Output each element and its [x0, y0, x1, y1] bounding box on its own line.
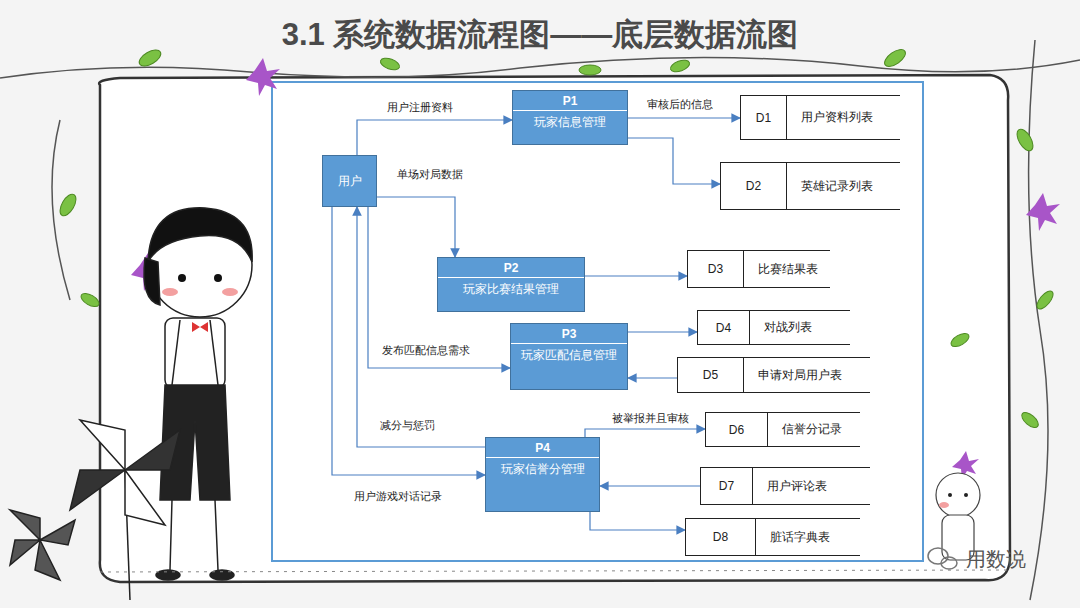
data-flow-arrow — [357, 207, 485, 447]
data-flow-arrow — [585, 429, 705, 437]
data-store: D7用户评论表 — [700, 467, 870, 505]
store-number: D1 — [741, 96, 787, 139]
process-number: P2 — [438, 258, 584, 278]
flow-label: 用户注册资料 — [385, 100, 455, 115]
flow-label: 用户游戏对话记录 — [352, 489, 444, 504]
process-name: 玩家信息管理 — [513, 111, 627, 135]
data-flow-arrow — [332, 207, 485, 475]
store-name: 用户评论表 — [753, 468, 839, 504]
store-name: 用户资料列表 — [787, 96, 885, 139]
data-store: D4对战列表 — [697, 310, 850, 345]
data-flow-arrow — [357, 120, 512, 155]
flow-label: 减分与惩罚 — [378, 418, 437, 433]
data-store: D8脏话字典表 — [685, 518, 860, 556]
store-name: 对战列表 — [750, 311, 824, 344]
process-name: 玩家比赛结果管理 — [438, 278, 584, 302]
data-store: D6信誉分记录 — [705, 412, 860, 447]
data-flow-arrow — [590, 512, 685, 530]
process-box: P1玩家信息管理 — [512, 90, 628, 145]
process-number: P4 — [486, 438, 599, 458]
store-number: D5 — [678, 358, 744, 392]
entity-name: 用户 — [338, 173, 362, 190]
data-store: D3比赛结果表 — [687, 250, 830, 288]
process-box: P3玩家匹配信息管理 — [510, 323, 628, 390]
flow-label: 发布匹配信息需求 — [380, 343, 472, 358]
store-number: D4 — [698, 311, 750, 344]
data-flow-arrow — [585, 275, 687, 276]
store-number: D2 — [721, 163, 787, 209]
watermark: 用数说 — [966, 546, 1026, 573]
store-number: D6 — [706, 413, 768, 446]
process-name: 玩家匹配信息管理 — [511, 344, 627, 368]
store-name: 比赛结果表 — [744, 251, 830, 287]
data-flow-arrow — [628, 377, 677, 378]
store-name: 脏话字典表 — [756, 519, 842, 555]
data-flow-arrow — [377, 197, 455, 257]
process-number: P1 — [513, 91, 627, 111]
data-flow-arrow — [628, 117, 740, 118]
store-name: 信誉分记录 — [768, 413, 854, 446]
process-number: P3 — [511, 324, 627, 344]
store-name: 申请对局用户表 — [744, 358, 854, 392]
data-flow-arrow — [628, 138, 720, 184]
process-box: P2玩家比赛结果管理 — [437, 257, 585, 312]
data-store: D2英雄记录列表 — [720, 162, 900, 210]
data-store: D1用户资料列表 — [740, 95, 900, 140]
process-box: P4玩家信誉分管理 — [485, 437, 600, 512]
data-flow-arrow — [628, 331, 697, 332]
data-flow-arrow — [600, 485, 700, 486]
data-store: D5申请对局用户表 — [677, 357, 870, 393]
external-entity: 用户 — [322, 155, 377, 207]
store-name: 英雄记录列表 — [787, 163, 885, 209]
store-number: D8 — [686, 519, 756, 555]
flow-label: 被举报并且审核 — [610, 411, 691, 426]
store-number: D3 — [688, 251, 744, 287]
slide-title: 3.1 系统数据流程图——底层数据流图 — [0, 14, 1080, 56]
process-name: 玩家信誉分管理 — [486, 458, 599, 482]
store-number: D7 — [701, 468, 753, 504]
flow-label: 单场对局数据 — [395, 167, 465, 182]
flow-label: 审核后的信息 — [645, 97, 715, 112]
